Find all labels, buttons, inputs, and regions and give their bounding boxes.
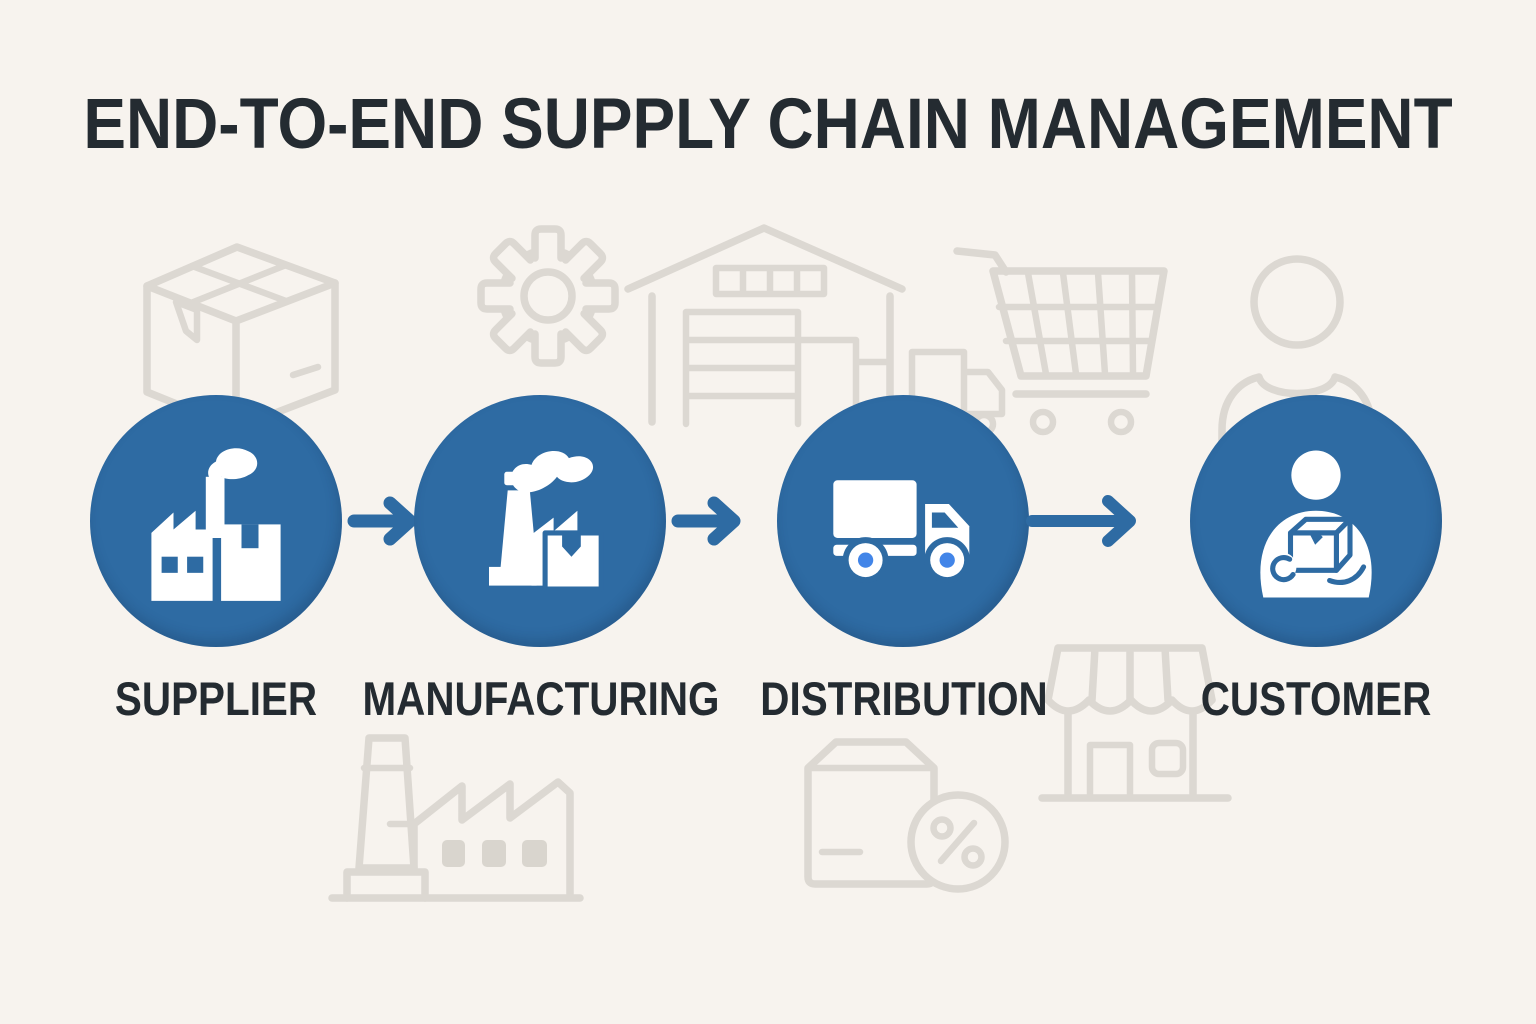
stage-circle-distribution bbox=[777, 395, 1029, 647]
stage-label-distribution: DISTRIBUTION bbox=[760, 672, 1048, 725]
page-title: END-TO-END SUPPLY CHAIN MANAGEMENT bbox=[83, 85, 1453, 164]
package-box-icon bbox=[143, 243, 339, 432]
delivery-truck-icon bbox=[833, 480, 971, 584]
arrow-right-icon bbox=[671, 496, 741, 546]
stage-circle-customer bbox=[1190, 395, 1442, 647]
warehouse-icon bbox=[624, 224, 906, 429]
factory-building-icon bbox=[151, 448, 281, 601]
arrow-right-icon bbox=[347, 496, 417, 546]
stage-label-supplier: SUPPLIER bbox=[114, 672, 318, 725]
person-icon bbox=[1218, 255, 1376, 461]
arrow-right-icon bbox=[1026, 495, 1136, 547]
factory-icon bbox=[328, 734, 584, 902]
stage-circle-supplier bbox=[90, 395, 342, 647]
person-holding-box-icon bbox=[1260, 450, 1372, 598]
factory-chimney-icon bbox=[489, 450, 604, 592]
storefront-icon bbox=[1038, 644, 1232, 802]
package-discount-icon bbox=[804, 738, 1009, 893]
shopping-cart-icon bbox=[953, 247, 1168, 436]
stage-circle-manufacturing bbox=[414, 395, 666, 647]
stage-label-manufacturing: MANUFACTURING bbox=[362, 672, 720, 725]
gear-icon bbox=[477, 225, 619, 367]
stage-label-customer: CUSTOMER bbox=[1200, 672, 1432, 725]
